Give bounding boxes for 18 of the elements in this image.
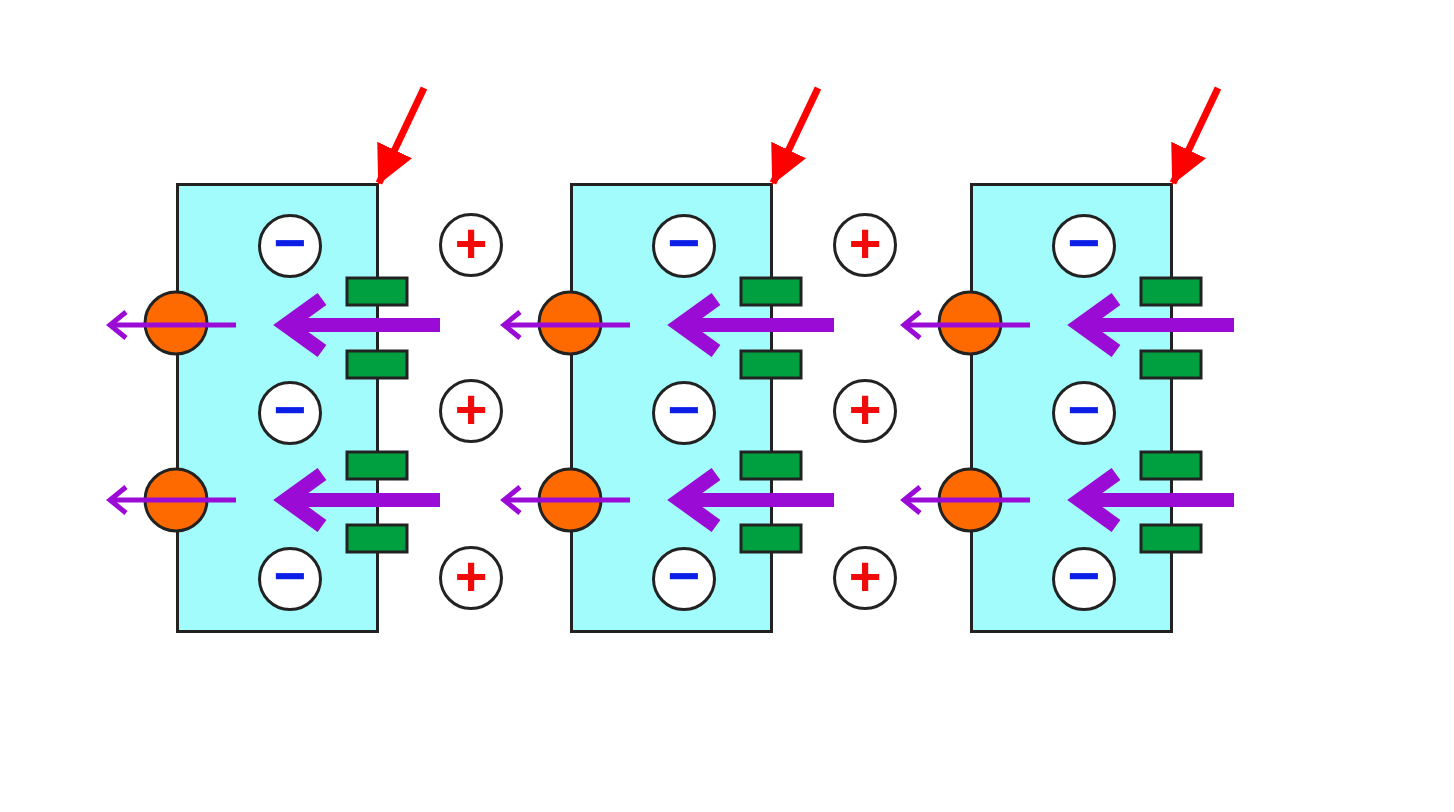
negative-charge-circle: − xyxy=(258,547,322,611)
negative-charge-circle: − xyxy=(258,381,322,445)
arrow xyxy=(769,86,822,185)
negative-charge-circle: − xyxy=(652,214,716,278)
positive-charge-circle: + xyxy=(833,546,897,610)
positive-charge-circle: + xyxy=(833,213,897,277)
negative-charge-circle: − xyxy=(652,547,716,611)
positive-charge-circle: + xyxy=(439,213,503,277)
arrow xyxy=(375,86,428,185)
negative-charge-circle: − xyxy=(1052,547,1116,611)
positive-charge-circle: + xyxy=(439,546,503,610)
positive-charge-circle: + xyxy=(833,379,897,443)
negative-charge-circle: − xyxy=(258,214,322,278)
positive-charge-circle: + xyxy=(439,379,503,443)
arrow xyxy=(1169,86,1222,185)
negative-charge-circle: − xyxy=(1052,214,1116,278)
negative-charge-circle: − xyxy=(1052,381,1116,445)
negative-charge-circle: − xyxy=(652,381,716,445)
